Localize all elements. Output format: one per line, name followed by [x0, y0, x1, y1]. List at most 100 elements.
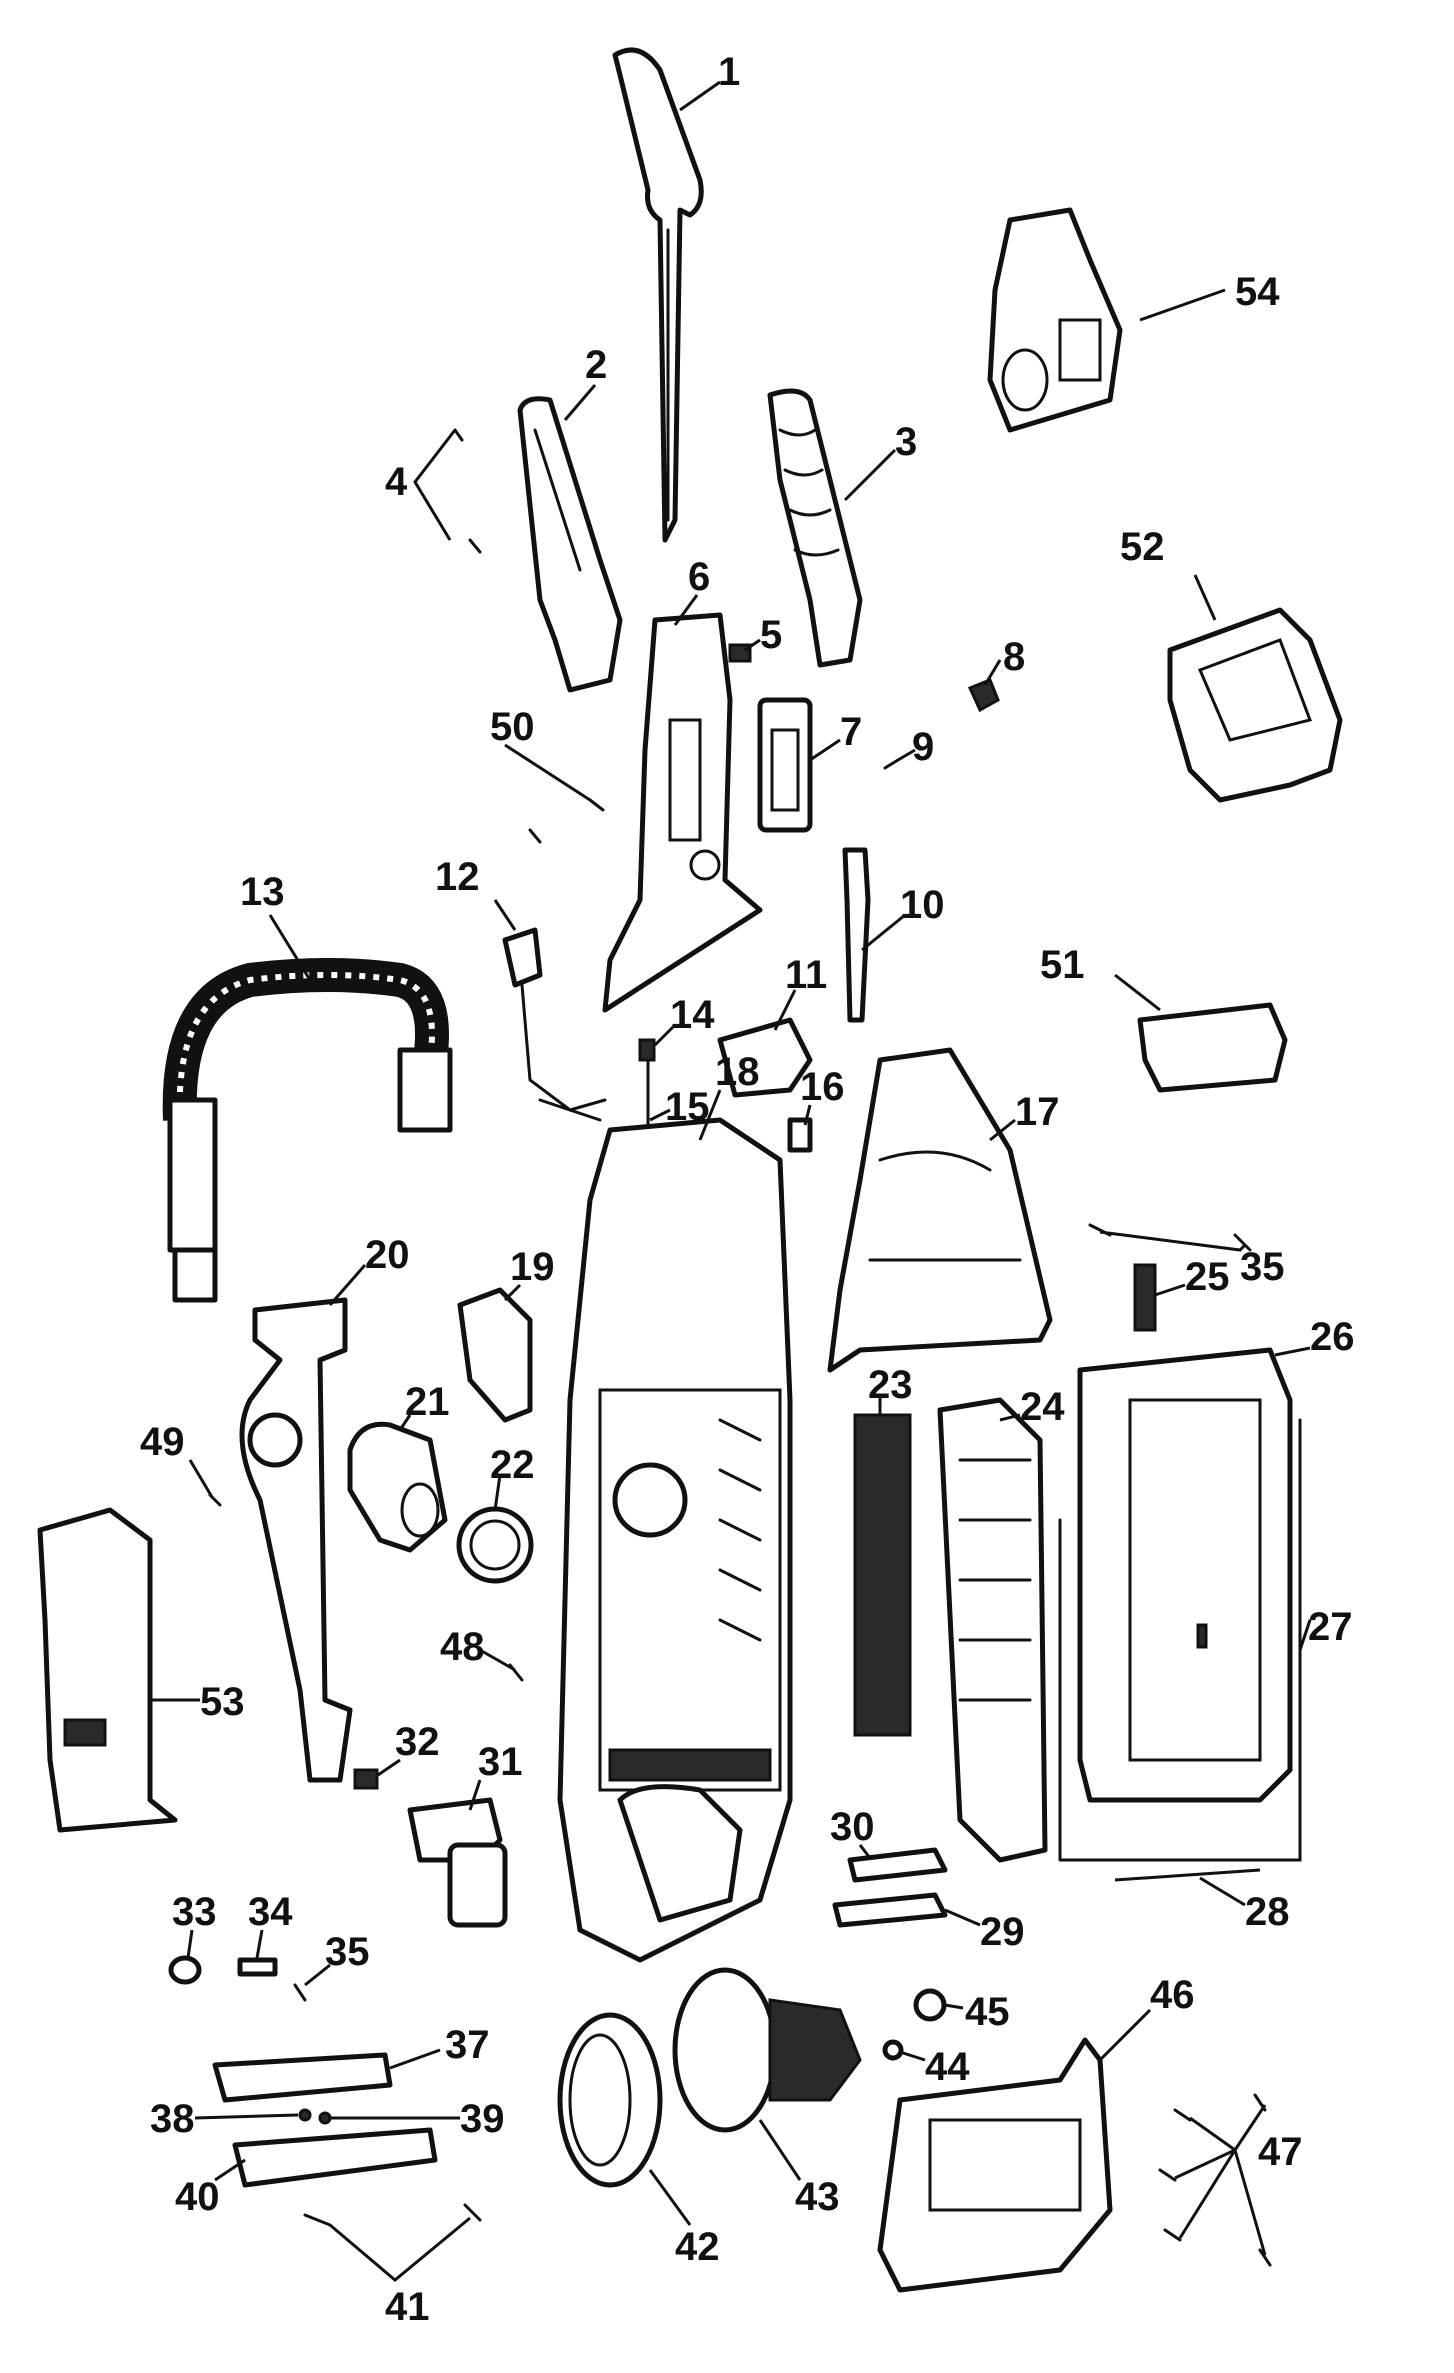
part-52-cover	[1167, 607, 1343, 803]
part-35-screw-lower	[293, 1983, 307, 2002]
callout-10: 10	[900, 883, 945, 927]
part-32-clip	[353, 1768, 379, 1790]
part-1-handle	[612, 47, 704, 543]
part-4-screws	[453, 428, 482, 554]
callout-30: 30	[830, 1805, 875, 1849]
leader-lines	[150, 80, 1312, 2282]
part-8-knob	[967, 678, 1000, 713]
callout-42: 42	[675, 2225, 720, 2269]
part-28-strip	[1114, 1868, 1261, 1882]
callout-16: 16	[800, 1065, 845, 1109]
callout-46: 46	[1150, 1973, 1195, 2017]
part-35-screw-upper	[1088, 1223, 1252, 1252]
part-25-latch	[1133, 1263, 1157, 1332]
part-2-handle-half	[517, 396, 623, 693]
part-30-brush	[847, 1847, 948, 1883]
part-54-turbo-tool	[987, 207, 1123, 433]
part-23-filter	[853, 1413, 912, 1737]
callout-41: 41	[385, 2285, 430, 2329]
callout-13: 13	[240, 870, 285, 914]
callout-4: 4	[385, 460, 408, 504]
callout-7: 7	[840, 710, 862, 754]
part-46-base	[877, 2037, 1113, 2293]
callout-22: 22	[490, 1443, 535, 1487]
callout-27: 27	[1308, 1605, 1353, 1649]
part-45-bearing	[913, 1988, 947, 2022]
part-44-nut	[882, 2039, 904, 2061]
part-31-caster	[407, 1797, 508, 1928]
callout-35-lower: 35	[325, 1930, 370, 1974]
part-41-screws	[303, 2203, 482, 2227]
callout-35-upper: 35	[1240, 1245, 1285, 1289]
part-39-pin	[318, 2111, 332, 2125]
callout-49: 49	[140, 1420, 185, 1464]
callout-2: 2	[585, 343, 607, 387]
part-12-cord	[502, 927, 607, 1122]
callout-8: 8	[1003, 635, 1025, 679]
part-38-pin	[298, 2108, 312, 2122]
part-16-latch	[787, 1117, 813, 1153]
part-42-ring	[557, 2012, 663, 2188]
callout-23: 23	[868, 1363, 913, 1407]
part-22-gasket	[456, 1506, 534, 1584]
callout-20: 20	[365, 1233, 410, 1277]
callout-26: 26	[1310, 1315, 1355, 1359]
callout-labels: 1 2 3 4 5 6 7 8 9 10 11 12 13 14 15 16 1…	[140, 50, 1355, 2329]
part-10-rod	[842, 847, 871, 1023]
part-17-cover	[827, 1047, 1053, 1373]
part-7-cover	[757, 697, 813, 833]
callout-48: 48	[440, 1625, 485, 1669]
part-24-filter-frame	[937, 1397, 1048, 1863]
part-20-wand	[239, 1297, 353, 1783]
callout-9: 9	[912, 725, 934, 769]
part-47-screws	[1158, 2093, 1272, 2267]
part-26-door	[1077, 1347, 1293, 1803]
callout-31: 31	[478, 1740, 523, 1784]
part-21-elbow	[347, 1421, 448, 1553]
callout-25: 25	[1185, 1255, 1230, 1299]
callout-6: 6	[688, 555, 710, 599]
part-34-holder	[237, 1957, 278, 1977]
part-18-main-body	[557, 1117, 793, 1963]
part-13-hose	[162, 958, 453, 1303]
callout-32: 32	[395, 1720, 440, 1764]
callout-39: 39	[460, 2097, 505, 2141]
part-3-handle-grip	[767, 388, 863, 668]
callout-21: 21	[405, 1380, 450, 1424]
part-40-brushroll	[232, 2127, 438, 2188]
part-51-module	[1137, 1002, 1288, 1093]
callout-18: 18	[715, 1050, 760, 1094]
callout-54: 54	[1235, 270, 1280, 314]
callout-33: 33	[172, 1890, 217, 1934]
callout-40: 40	[175, 2175, 220, 2219]
callout-37: 37	[445, 2023, 490, 2067]
callout-29: 29	[980, 1910, 1025, 1954]
part-50-screws	[528, 798, 605, 844]
part-37-bumper	[212, 2052, 393, 2103]
callout-53: 53	[200, 1680, 245, 1724]
callout-12: 12	[435, 855, 480, 899]
callout-44: 44	[925, 2045, 970, 2089]
part-43-motor	[672, 1967, 862, 2133]
callout-51: 51	[1040, 943, 1085, 987]
part-6-upper-housing	[602, 612, 763, 1013]
callout-14: 14	[670, 993, 715, 1037]
callout-5: 5	[760, 613, 782, 657]
callout-24: 24	[1020, 1385, 1065, 1429]
callout-11: 11	[785, 953, 827, 997]
callout-38: 38	[150, 2097, 195, 2141]
part-9-screw	[883, 758, 900, 770]
part-33-bulb	[168, 1955, 202, 1985]
callout-15: 15	[665, 1085, 710, 1129]
callout-19: 19	[510, 1245, 555, 1289]
callout-17: 17	[1015, 1090, 1060, 1134]
callout-52: 52	[1120, 525, 1165, 569]
part-53-bracket	[37, 1507, 178, 1833]
callout-50: 50	[490, 705, 535, 749]
callout-45: 45	[965, 1990, 1010, 2034]
part-14-connector	[638, 1038, 656, 1062]
part-19-valve	[457, 1287, 533, 1423]
part-29-brush	[832, 1892, 948, 1928]
callout-43: 43	[795, 2175, 840, 2219]
